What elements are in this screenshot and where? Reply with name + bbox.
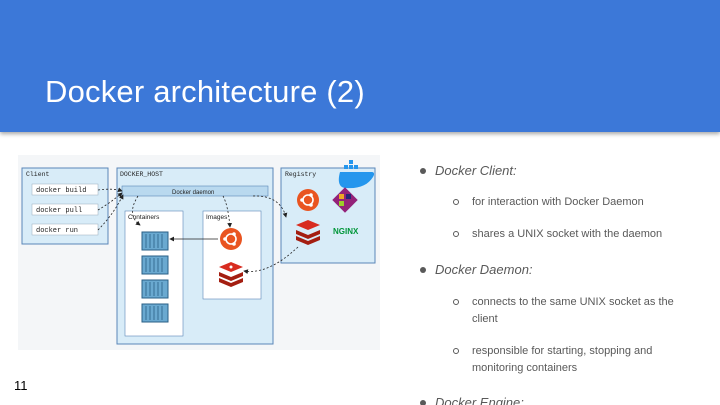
container-icon (141, 255, 169, 275)
header-bar (0, 0, 720, 132)
command-pull: docker pull (36, 207, 82, 215)
slide-title: Docker architecture (2) (45, 74, 365, 109)
client-label: Client (26, 171, 50, 178)
hollow-bullet-icon (453, 299, 459, 305)
bullet-label: Docker Daemon: (435, 262, 533, 277)
bullet-label: Docker Client: (435, 163, 517, 178)
sub-bullet: responsible for starting, stopping and m… (453, 343, 698, 377)
docker-architecture-diagram: Client docker build docker pull docker r… (18, 155, 380, 350)
ubuntu-icon (220, 228, 242, 250)
sub-bullet-text: shares a UNIX socket with the daemon (472, 228, 663, 240)
command-build: docker build (36, 187, 86, 195)
containers-label: Containers (128, 214, 160, 221)
sub-bullet: for interaction with Docker Daemon (453, 194, 698, 211)
images-label: Images (206, 214, 228, 221)
command-build-box (31, 183, 99, 196)
command-pull-box (31, 203, 99, 216)
bullet-docker-engine: Docker Engine: (420, 395, 524, 405)
container-icon (141, 279, 169, 299)
flow-arrows (97, 187, 299, 275)
docker-whale-icon (338, 160, 375, 189)
sub-bullet: connects to the same UNIX socket as the … (453, 294, 698, 328)
container-icon (141, 303, 169, 323)
command-run: docker run (36, 227, 78, 235)
redis-icon (219, 262, 243, 287)
bullet-dot-icon (420, 266, 426, 273)
sub-bullet-text: connects to the same UNIX socket as the … (472, 296, 674, 325)
bullet-docker-client: Docker Client: (420, 163, 517, 178)
registry-ubuntu-icon (297, 189, 319, 211)
hollow-bullet-icon (453, 199, 459, 205)
bullet-label: Docker Engine: (435, 395, 524, 405)
sub-bullet-text: responsible for starting, stopping and m… (472, 345, 653, 374)
sub-bullet: shares a UNIX socket with the daemon (453, 226, 698, 243)
registry-redis-icon (296, 220, 320, 245)
daemon-label: Docker daemon (172, 190, 214, 196)
page-number: 11 (14, 378, 28, 393)
container-icons (141, 231, 169, 323)
registry-label: Registry (285, 171, 316, 178)
bullet-dot-icon (420, 399, 426, 405)
docker-host-box: DOCKER_HOST Docker daemon Containers Ima… (116, 167, 274, 345)
bullet-docker-daemon: Docker Daemon: (420, 262, 533, 277)
nginx-logo: NGINX (333, 227, 359, 236)
hollow-bullet-icon (453, 231, 459, 237)
container-icon (141, 231, 169, 251)
bullet-dot-icon (420, 167, 426, 174)
sub-bullet-text: for interaction with Docker Daemon (472, 196, 644, 208)
hollow-bullet-icon (453, 348, 459, 354)
host-label: DOCKER_HOST (120, 171, 163, 178)
centos-icon (332, 187, 358, 213)
client-box: Client docker build docker pull docker r… (21, 167, 109, 245)
